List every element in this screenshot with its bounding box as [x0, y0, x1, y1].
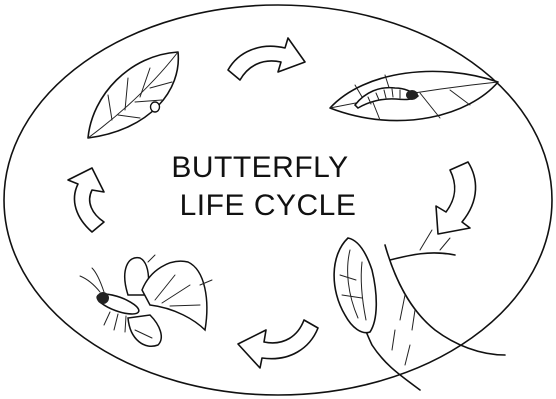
- diagram-title-line-1: BUTTERFLY: [150, 150, 370, 186]
- diagram-title-line-2: LIFE CYCLE: [158, 188, 378, 224]
